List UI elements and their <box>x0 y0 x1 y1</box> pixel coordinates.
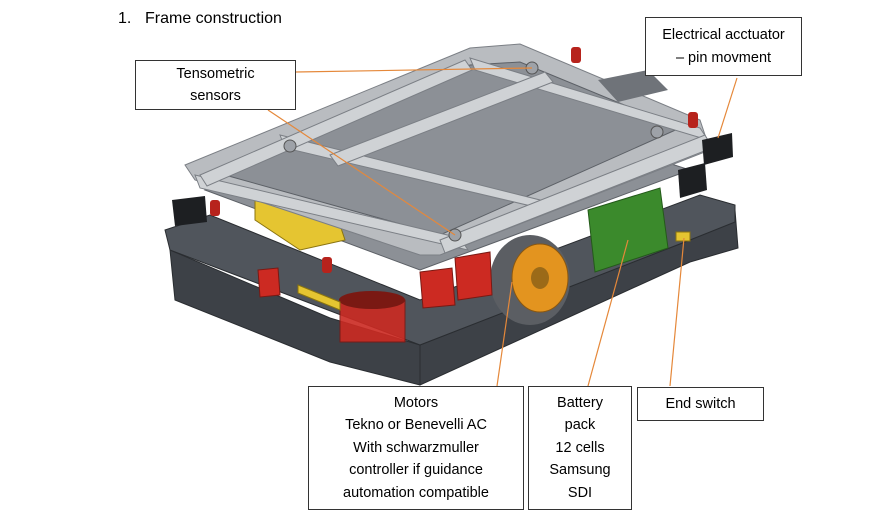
callout-line: Motors <box>393 394 439 411</box>
callout-line: controller if guidance <box>349 462 483 479</box>
red-motor-part <box>454 251 493 301</box>
tensometric-sensors-callout: Tensometric sensors <box>135 60 296 110</box>
red-lidar-top <box>339 291 405 309</box>
end-switch-part <box>675 231 691 242</box>
callout-line: Tekno or Benevelli AC <box>345 417 487 434</box>
callout-line: End switch <box>665 395 736 412</box>
callout-line: Electrical acctuator <box>662 27 785 43</box>
callout-line: sensors <box>190 88 241 104</box>
callout-line: Samsung <box>549 462 611 479</box>
red-light-left <box>257 267 281 298</box>
battery-pack-callout: Battery pack 12 cells Samsung SDI <box>528 386 632 510</box>
service-lid <box>598 70 668 102</box>
callout-line: SDI <box>567 484 593 501</box>
callout-line: Battery <box>557 394 603 411</box>
red-motor-part-2 <box>419 267 456 309</box>
hazard-stripe <box>297 284 341 311</box>
emergency-stops <box>210 47 698 273</box>
callout-line: automation compatible <box>343 484 489 501</box>
pin-actuators <box>172 133 733 226</box>
chassis-skirt <box>164 194 736 346</box>
callout-line: 12 cells <box>555 439 605 456</box>
callout-line: – pin movment <box>675 49 772 66</box>
electrical-actuator-callout: Electrical acctuator – pin movment <box>645 17 802 76</box>
drive-wheel-center <box>531 267 549 289</box>
callout-line: Tensometric <box>176 65 255 82</box>
section-number: 1. <box>118 10 132 27</box>
callout-line: With schwarzmuller <box>353 439 479 456</box>
motors-callout: Motors Tekno or Benevelli AC With schwar… <box>308 386 524 510</box>
end-switch-callout: End switch <box>637 387 764 421</box>
section-title: Frame construction <box>145 10 282 27</box>
callout-line: pack <box>564 417 596 434</box>
section-heading: 1. Frame construction <box>118 10 282 28</box>
